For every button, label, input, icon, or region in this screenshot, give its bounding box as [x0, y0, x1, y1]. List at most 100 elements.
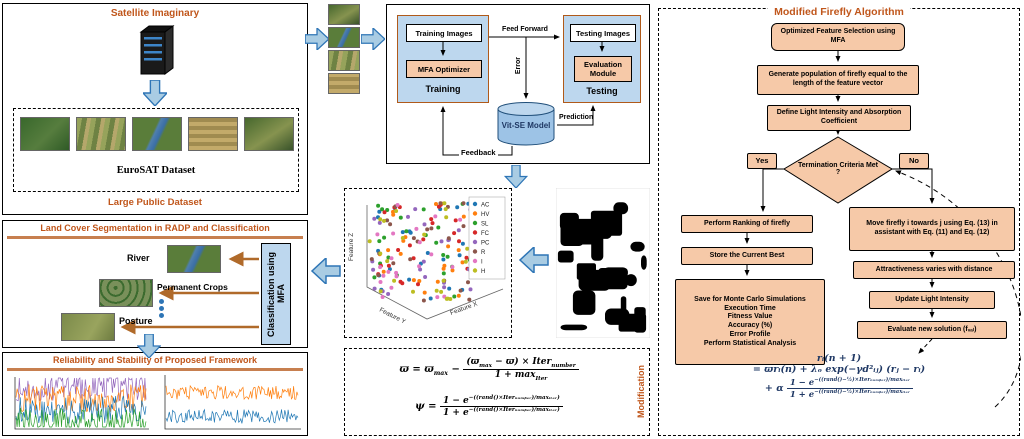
scatter-y-label: Feature Y	[378, 307, 407, 326]
ellipsis-dots	[159, 297, 164, 320]
down-flow-arrow	[143, 80, 167, 106]
firefly-eq-line-1: rᵢ(n + 1)	[816, 353, 862, 364]
evaluation-module-box: Evaluation Module	[574, 56, 632, 82]
dataset-to-tiles-arrow	[305, 28, 329, 50]
server-side	[164, 25, 174, 75]
eq-text: 1 + max	[494, 369, 536, 380]
no-branch-arrow	[892, 168, 935, 204]
eq-sub: Iter	[535, 375, 548, 382]
eq-text: −	[447, 363, 464, 375]
save-line: Error Profile	[729, 330, 771, 338]
eq-text: + α	[764, 382, 787, 394]
svg-text:AC: AC	[481, 203, 490, 209]
eurosat-dataset-box: EuroSAT Dataset	[13, 108, 299, 192]
node-termination-criteria: Termination Criteria Met ?	[798, 162, 878, 176]
save-line: Execution Time	[724, 304, 776, 312]
feedback-label: Feedback	[459, 148, 498, 157]
satellite-image	[244, 117, 294, 151]
pasture-image	[61, 313, 115, 341]
pasture-label: Posture	[119, 316, 153, 326]
satellite-tile	[328, 27, 360, 48]
feed-forward-label: Feed Forward	[502, 26, 548, 33]
landcover-arrows	[120, 251, 259, 335]
node-perform-ranking: Perform Ranking of firefly	[681, 215, 813, 233]
server-icon	[139, 25, 175, 75]
svg-text:I: I	[481, 260, 483, 266]
eq-text: 1 + e	[789, 389, 815, 400]
node-move-firefly: Move firefly i towards j using Eq. (13) …	[849, 207, 1015, 251]
firefly-eq-line-2: = ϖrᵢ(n) + λₒ exp(−γd²ᵢⱼ) (rⱼ − rᵢ)	[752, 364, 926, 375]
svg-text:SL: SL	[481, 222, 489, 228]
save-line: Fitness Value	[727, 313, 773, 321]
mask-to-scatter-arrow	[518, 247, 549, 273]
firefly-title-wrap: Modified Firefly Algorithm	[659, 2, 1019, 20]
eq-text: (ϖ	[466, 357, 480, 367]
no-label-box: No	[899, 153, 929, 169]
landcover-section: Land Cover Segmentation in RADP and Clas…	[2, 220, 308, 348]
firefly-arrows	[744, 51, 1021, 408]
eq-sup: −((rand()−½)×Iterₙᵤₘᵦₑᵣ)/maxᵢₜₑᵣ	[814, 388, 911, 395]
satellite-image	[76, 117, 126, 151]
scatter-z-label: Feature Z	[348, 233, 355, 261]
svg-text:HV: HV	[481, 212, 489, 218]
vit-se-model-cylinder: Vit-SE Model	[497, 102, 555, 146]
mfa-optimizer-box: MFA Optimizer	[406, 60, 482, 78]
node-store-current-best: Store the Current Best	[681, 247, 813, 265]
svg-text:FC: FC	[481, 231, 490, 237]
prediction-arrow	[557, 105, 596, 126]
eq-sup: −((rand()−½)×Iterₙᵤₘᵦₑᵣ)/maxᵢₜₑᵣ	[814, 377, 911, 383]
node-define-light-intensity: Define Light Intensity and Absorption Co…	[767, 105, 911, 131]
node-attractiveness: Attractiveness varies with distance	[853, 261, 1015, 279]
firefly-equations: rᵢ(n + 1) = ϖrᵢ(n) + λₒ exp(−γd²ᵢⱼ) (rⱼ …	[683, 353, 995, 400]
error-label: Error	[515, 57, 522, 75]
reliability-chart	[14, 376, 149, 430]
tiles-to-training-arrow	[361, 28, 385, 50]
eurosat-dataset-label: EuroSAT Dataset	[116, 165, 196, 176]
satellite-tile	[328, 4, 360, 25]
eq-text: ψ =	[415, 401, 440, 412]
eq-text: ϖ = ϖ	[399, 363, 434, 375]
permanent-crops-image	[99, 279, 153, 307]
divider	[7, 368, 303, 371]
satellite-tile	[328, 50, 360, 71]
save-line: Save for Monte Carlo Simulations	[694, 295, 806, 303]
termination-diamond	[783, 136, 893, 204]
evaluate-to-equation-arrow	[918, 338, 933, 354]
classification-mfa-label: Classification using MFA	[266, 251, 286, 337]
training-label: Training	[425, 84, 461, 94]
eq-text: 1 − e	[789, 377, 815, 388]
permanent-crops-label: Permanent Crops	[157, 282, 228, 292]
firefly-section: Modified Firefly Algorithm Optimized Fea…	[658, 6, 1021, 436]
yes-label-box: Yes	[747, 153, 777, 169]
node-generate-population: Generate population of firefly equal to …	[757, 65, 919, 95]
svg-text:H: H	[481, 269, 485, 275]
segmentation-mask-image	[556, 188, 650, 338]
large-public-dataset-label: Large Public Dataset	[108, 197, 202, 208]
training-images-box: Training Images	[406, 24, 482, 42]
firefly-title: Modified Firefly Algorithm	[768, 6, 910, 18]
node-save-monte-carlo: Save for Monte Carlo Simulations Executi…	[675, 279, 825, 365]
eq-text: − ϖ) × Iter	[491, 357, 552, 367]
scatter-to-landcover-arrow	[310, 258, 341, 284]
pipeline-to-scatter-arrow	[503, 165, 529, 188]
save-line: Accuracy (%)	[727, 322, 773, 329]
eq-sup: −((rand()×Iterₙᵤₘᵦₑᵣ)/maxᵢₜₑᵣ)	[468, 395, 560, 401]
eq-sup: −((rand()×Iterₙᵤₘᵦₑᵣ)/maxᵢₜₑᵣ)	[468, 407, 560, 413]
reliability-title: Reliability and Stability of Proposed Fr…	[52, 355, 258, 365]
satellite-tile	[328, 73, 360, 94]
feature-scatter-plot: Feature Z Feature Y Feature X ACHVSLFCPC…	[348, 196, 506, 326]
node-update-light-intensity: Update Light Intensity	[869, 291, 995, 309]
eq-sub: number	[551, 362, 576, 369]
psi-equation: ψ = 1 − e−((rand()×Iterₙᵤₘᵦₑᵣ)/maxᵢₜₑᵣ)1…	[345, 395, 633, 418]
river-image	[167, 245, 221, 273]
modification-label: Modification	[636, 365, 646, 418]
satellite-section: Satellite Imaginary EuroSAT Dataset Larg…	[2, 3, 308, 215]
firefly-eq-line-3: + α 1 − e−((rand()−½)×Iterₙᵤₘᵦₑᵣ)/maxᵢₜₑ…	[683, 377, 995, 400]
eq-sub: max	[479, 362, 492, 369]
node-evaluate-new-solution: Evaluate new solution (fᵥₐₗ)	[857, 321, 1007, 339]
node-optimized-feature-selection: Optimized Feature Selection using MFA	[771, 23, 905, 51]
testing-label: Testing	[586, 86, 618, 96]
